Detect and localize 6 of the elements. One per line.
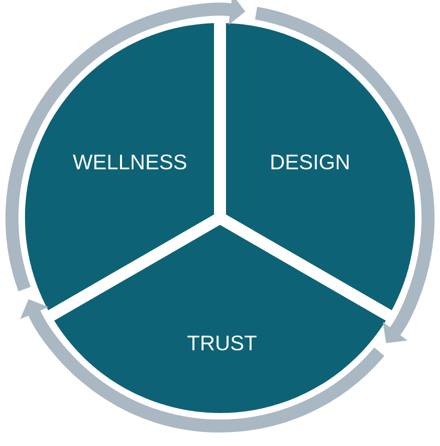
node-label: WELLNESS	[72, 154, 186, 170]
pie-sector: DESIGN	[226, 23, 415, 310]
node-label: TRUST	[187, 336, 257, 350]
pie-sector: WELLNESS	[25, 23, 214, 310]
pie-sector: TRUST	[54, 224, 386, 413]
node-label: DESIGN	[271, 154, 349, 170]
